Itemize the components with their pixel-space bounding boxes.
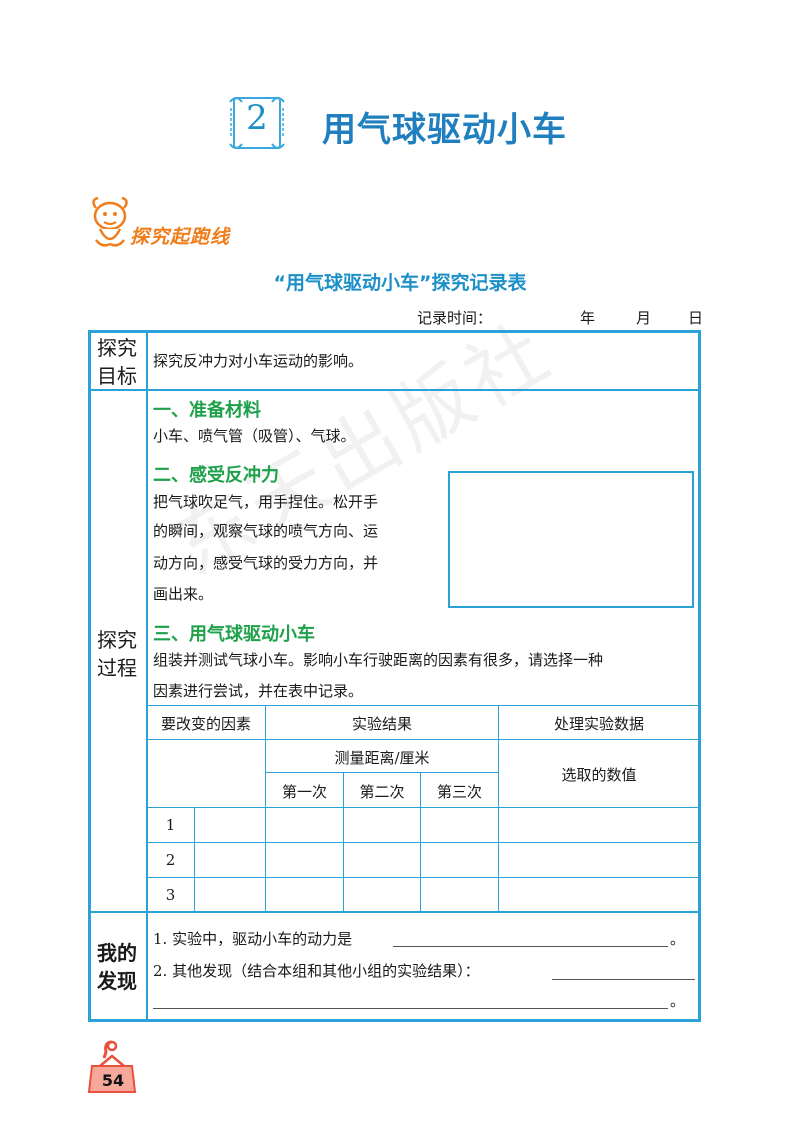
finding-2-text: 2. 其他发现（结合本组和其他小组的实验结果）： (153, 962, 480, 980)
trial-1-header: 第一次 (281, 783, 327, 801)
step2-heading: 二、感受反冲力 (153, 465, 279, 486)
row-number-divider (194, 807, 195, 911)
head-column-divider (146, 332, 148, 1020)
finding-1-text: 1. 实验中，驱动小车的动力是 (153, 930, 353, 948)
step2-line-4: 画出来。 (153, 585, 214, 603)
step2-line-3: 动方向，感受气球的受力方向，并 (153, 554, 379, 572)
col-factor-header: 要改变的因素 (160, 715, 251, 733)
section-label: 探究起跑线 (130, 226, 231, 248)
step2-line-1: 把气球吹足气，用手捏住。松开手 (153, 493, 379, 511)
row-number-3: 3 (165, 886, 176, 904)
step2-line-2: 的瞬间，观察气球的喷气方向、运 (153, 522, 379, 540)
factor-col-divider (265, 705, 266, 911)
record-table-title: “用气球驱动小车”探究记录表 (273, 272, 527, 294)
col-result-header: 实验结果 (351, 715, 412, 733)
measure-sub-divider (265, 772, 498, 773)
trial-2-divider (420, 772, 421, 911)
process-head: 探究 过程 (97, 628, 137, 680)
data-row-1-top (147, 807, 699, 808)
page-number: 54 (101, 1071, 125, 1090)
record-year-label: 年 (580, 309, 596, 327)
step3-line-2: 因素进行尝试，并在表中记录。 (153, 682, 364, 700)
result-col-divider (498, 705, 499, 911)
cow-mascot-icon (92, 196, 128, 247)
drawing-box[interactable] (448, 471, 694, 608)
data-table-top (147, 705, 699, 706)
measure-distance-header: 测量距离/厘米 (334, 749, 430, 767)
finding-1-end: 。 (670, 930, 686, 948)
goal-text: 探究反冲力对小车运动的影响。 (153, 352, 364, 370)
step3-heading: 三、用气球驱动小车 (153, 624, 315, 645)
record-time-label: 记录时间： (417, 309, 493, 327)
findings-row-divider (90, 911, 699, 913)
trial-2-header: 第二次 (359, 783, 405, 801)
trial-3-header: 第三次 (436, 783, 482, 801)
data-row-2-top (147, 842, 699, 843)
page-tag-icon (87, 1040, 137, 1093)
record-month-label: 月 (636, 309, 652, 327)
finding-2-blank-b[interactable] (153, 1008, 668, 1009)
row-number-2: 2 (165, 851, 176, 869)
step1-heading: 一、准备材料 (153, 400, 261, 421)
lesson-number-frame (229, 97, 285, 149)
row-number-1: 1 (165, 816, 176, 834)
page-title: 用气球驱动小车 (322, 110, 567, 150)
step1-text: 小车、喷气管（吸管）、气球。 (153, 427, 356, 445)
finding-2-blank-a[interactable] (552, 979, 695, 980)
goal-head: 探究 目标 (97, 336, 137, 388)
selected-value-header: 选取的数值 (561, 766, 637, 784)
record-day-label: 日 (688, 309, 704, 327)
trial-1-divider (343, 772, 344, 911)
finding-1-blank[interactable] (393, 946, 668, 947)
col-process-header: 处理实验数据 (553, 715, 644, 733)
findings-head: 我的 发现 (97, 941, 137, 993)
step3-line-1: 组装并测试气球小车。影响小车行驶距离的因素有很多，请选择一种 (153, 651, 604, 669)
data-row-3-top (147, 877, 699, 878)
finding-2-end: 。 (670, 992, 686, 1010)
goal-row-divider (90, 389, 699, 391)
lesson-number: 2 (246, 98, 268, 138)
data-table-header-divider (147, 739, 699, 740)
record-table-frame (88, 330, 701, 1022)
